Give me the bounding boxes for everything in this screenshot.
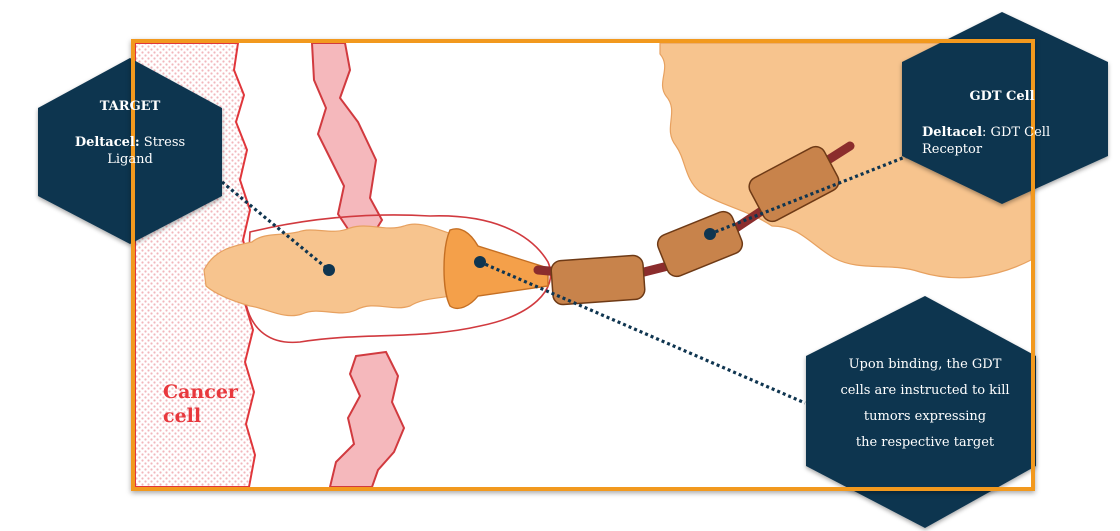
anchor-dot-ligand <box>474 256 486 268</box>
callout-gdt-title: GDT Cell <box>969 89 1035 104</box>
receptor-segment-1 <box>550 254 646 306</box>
cancer-cell-label-line-2: cell <box>163 405 202 427</box>
tissue-blob-upper <box>310 43 384 238</box>
callout-binding-line-3: tumors expressing <box>863 409 987 424</box>
cancer-cell-label-line-1: Cancer <box>163 381 238 403</box>
callout-target-body: Deltacel: Stress Ligand <box>52 134 208 169</box>
tissue-blob-lower <box>328 350 406 487</box>
callout-binding-line-4: the respective target <box>855 435 995 450</box>
leader-line-binding <box>479 260 806 405</box>
callout-gdt-body: Deltacel: GDT Cell Receptor <box>922 124 1082 159</box>
callout-gdt-term: Deltacel <box>922 124 983 140</box>
receptor-segment-2 <box>656 210 744 278</box>
callout-target-title: TARGET <box>99 99 161 114</box>
cancer-cell-label: Cancer cell <box>163 380 238 428</box>
callout-gdt-cell: GDT Cell Deltacel: GDT Cell Receptor <box>922 88 1082 159</box>
callout-hexagon-binding <box>806 296 1036 528</box>
callout-target-text: Stress Ligand <box>107 134 186 168</box>
callout-binding-line-2: cells are instructed to kill <box>840 383 1010 398</box>
callout-binding-line-1: Upon binding, the GDT <box>848 357 1002 372</box>
callout-hexagon-target <box>38 58 222 244</box>
receptor-link-2 <box>639 261 673 277</box>
ligand-funnel <box>443 228 549 310</box>
anchor-dot-receptor <box>704 228 716 240</box>
callout-binding: Upon binding, the GDT cells are instruct… <box>815 352 1035 456</box>
callout-target: TARGET Deltacel: Stress Ligand <box>52 98 208 169</box>
leader-line-target <box>220 180 331 272</box>
callout-gdt-text: : GDT Cell Receptor <box>922 124 1051 158</box>
anchor-dot-target <box>323 264 335 276</box>
callout-hexagon-gdt <box>902 12 1108 204</box>
receptor-segment-3 <box>748 145 840 223</box>
callout-target-term: Deltacel: <box>74 134 140 150</box>
receptor-link-4 <box>823 141 855 165</box>
target-cell-outline <box>245 214 552 344</box>
